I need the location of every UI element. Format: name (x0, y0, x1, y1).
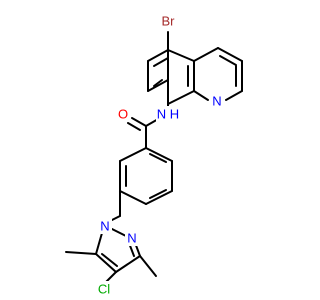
atom-label-n2-pyrazole: N (127, 231, 136, 246)
atom-label-cl: Cl (98, 282, 110, 297)
bond (119, 147, 147, 162)
bond (95, 253, 117, 273)
bond (147, 49, 169, 62)
bond (105, 271, 117, 283)
bond (153, 79, 163, 87)
atom-label-nh: N H (157, 107, 179, 122)
bond (147, 79, 169, 92)
bond (225, 90, 243, 101)
atom-label-bg (98, 218, 112, 234)
bond (119, 190, 147, 205)
atom-label-o: O (118, 107, 128, 122)
molecule-viewer: Br N H N O N N Cl (65, 13, 243, 297)
atom-label-n1-pyrazole: N (100, 219, 109, 234)
atom-label-bg (95, 281, 113, 297)
atom-label-layer: Br N H N O N N Cl (95, 13, 224, 297)
atom-label-bg (156, 106, 180, 122)
bond (217, 47, 243, 62)
bond (167, 90, 195, 105)
bond (149, 189, 167, 199)
bond (145, 147, 173, 162)
bond (153, 57, 169, 67)
bond (101, 253, 118, 267)
atom-label-bg (210, 93, 224, 109)
atom-label-bg (125, 230, 139, 246)
bond (127, 122, 141, 131)
bond-layer (65, 31, 243, 283)
structure-diagram: Br N H N O N N Cl (65, 13, 243, 297)
bond (193, 47, 219, 62)
atom-label-br: Br (162, 14, 176, 29)
bond (145, 190, 173, 205)
atom-label-bg (116, 106, 130, 122)
bond (167, 49, 195, 62)
bond (149, 153, 167, 163)
bond (109, 227, 127, 237)
bond (139, 255, 157, 277)
bond (219, 55, 237, 66)
bond (115, 255, 141, 273)
atom-label-bg (157, 13, 179, 29)
bond (131, 117, 147, 127)
atom-label-n-quinoline: N (212, 94, 221, 109)
bond (193, 90, 209, 101)
bond (65, 251, 97, 255)
